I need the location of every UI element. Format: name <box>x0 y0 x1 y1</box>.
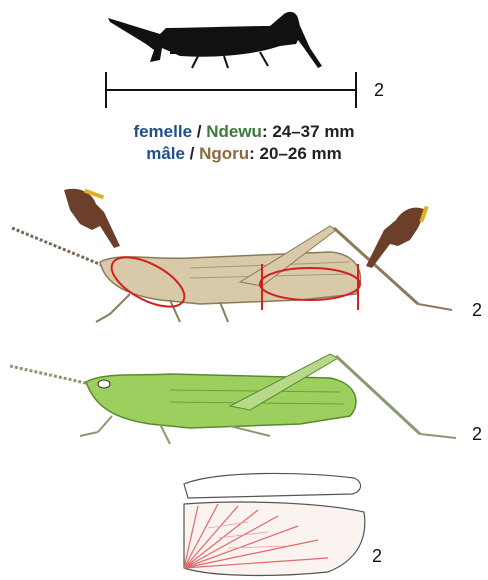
brown-grasshopper-illustration <box>0 182 488 332</box>
female-size-range: : 24–37 mm <box>262 122 355 141</box>
brown-figure-label: 2 <box>472 300 482 321</box>
pointing-hand-left-icon <box>64 189 120 248</box>
grasshopper-silhouette-icon <box>100 4 330 70</box>
male-size-line: mâle / Ngoru: 20–26 mm <box>0 144 488 164</box>
female-local-name: Ndewu <box>206 122 262 141</box>
wing-illustration <box>178 468 372 578</box>
male-size-range: : 20–26 mm <box>249 144 342 163</box>
male-separator: / <box>185 144 199 163</box>
female-separator: / <box>192 122 206 141</box>
scale-bar <box>96 68 366 112</box>
female-word: femelle <box>133 122 192 141</box>
green-figure-label: 2 <box>472 424 482 445</box>
wing-figure-label: 2 <box>372 546 382 567</box>
green-grasshopper-illustration <box>0 340 488 450</box>
female-size-line: femelle / Ndewu: 24–37 mm <box>0 122 488 142</box>
pointing-hand-right-icon <box>366 206 429 268</box>
male-local-name: Ngoru <box>199 144 249 163</box>
scale-label: 2 <box>374 80 384 101</box>
male-word: mâle <box>146 144 185 163</box>
